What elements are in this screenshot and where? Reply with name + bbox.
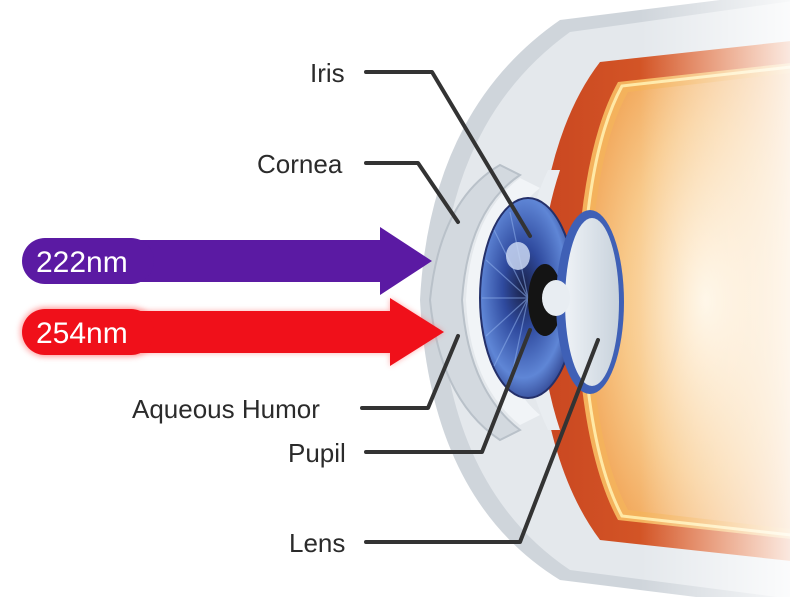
cornea-label: Cornea — [257, 149, 343, 179]
lens-nub — [542, 280, 570, 316]
arrow-254nm: 254nm — [20, 298, 444, 366]
aqueous-humor-label: Aqueous Humor — [132, 394, 320, 424]
fade-overlay — [640, 0, 790, 597]
pupil-label: Pupil — [288, 438, 346, 468]
iris-highlight — [506, 242, 530, 270]
lens-label: Lens — [289, 528, 345, 558]
iris-label: Iris — [310, 58, 345, 88]
arrow-254nm-label: 254nm — [36, 317, 128, 350]
arrow-222nm-label: 222nm — [36, 246, 128, 279]
arrow-222nm: 222nm — [22, 227, 432, 295]
